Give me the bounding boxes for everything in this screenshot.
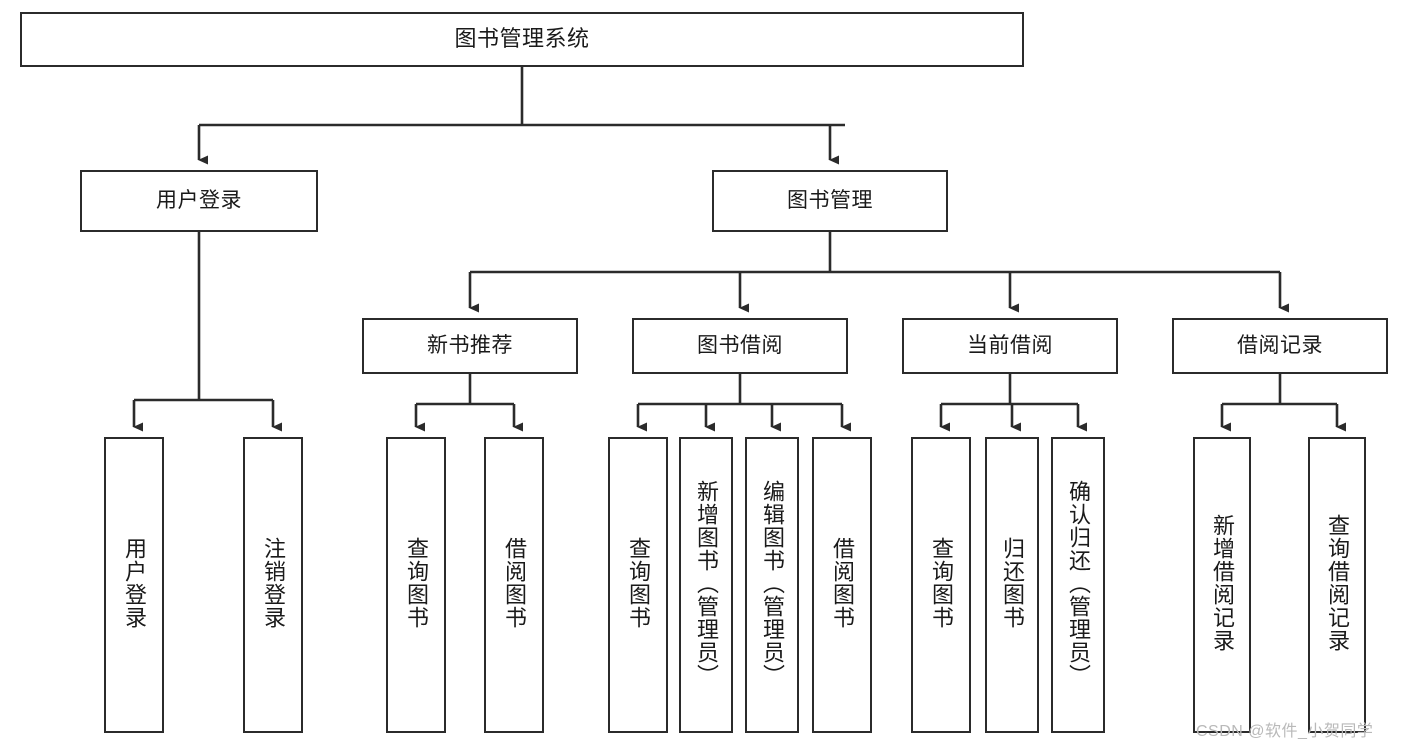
node-book-borrow-label: 图书借阅	[697, 334, 783, 358]
node-book-manage[interactable]: 图书管理	[712, 170, 948, 232]
node-leaf-confirm-return-label: 确认归还（管理员）	[1065, 480, 1091, 687]
node-new-book-recommend[interactable]: 新书推荐	[362, 318, 578, 374]
node-borrow-record-label: 借阅记录	[1237, 334, 1323, 358]
node-leaf-return-book-label: 归还图书	[999, 537, 1025, 629]
node-leaf-user-login-label: 用户登录	[121, 537, 147, 629]
node-leaf-borrow-book[interactable]: 借阅图书	[812, 437, 872, 733]
node-leaf-query-book-current[interactable]: 查询图书	[911, 437, 971, 733]
node-root-system-label: 图书管理系统	[454, 26, 590, 52]
node-leaf-edit-book[interactable]: 编辑图书（管理员）	[745, 437, 799, 733]
node-user-login-label: 用户登录	[156, 189, 242, 213]
node-leaf-return-book[interactable]: 归还图书	[985, 437, 1039, 733]
node-leaf-logout-label: 注销登录	[260, 537, 286, 629]
node-leaf-add-book[interactable]: 新增图书（管理员）	[679, 437, 733, 733]
node-leaf-query-borrow-record-label: 查询借阅记录	[1324, 514, 1350, 652]
node-leaf-add-borrow-record[interactable]: 新增借阅记录	[1193, 437, 1251, 733]
node-leaf-add-book-label: 新增图书（管理员）	[693, 480, 719, 687]
node-leaf-query-book-recommend[interactable]: 查询图书	[386, 437, 446, 733]
edges-user-login-to-leaves	[132, 232, 282, 432]
node-leaf-borrow-book-label: 借阅图书	[829, 537, 855, 629]
node-current-borrow-label: 当前借阅	[967, 334, 1053, 358]
node-new-book-recommend-label: 新书推荐	[427, 334, 513, 358]
edges-new-book-recommend-to-leaves	[414, 374, 523, 432]
node-leaf-query-book-recommend-label: 查询图书	[403, 537, 429, 629]
edges-book-borrow-to-leaves	[636, 374, 851, 432]
node-user-login[interactable]: 用户登录	[80, 170, 318, 232]
edges-borrow-record-to-leaves	[1220, 374, 1346, 432]
node-book-manage-label: 图书管理	[787, 189, 873, 213]
edges-root-to-level2	[197, 67, 845, 165]
node-leaf-borrow-book-recommend-label: 借阅图书	[501, 537, 527, 629]
node-leaf-add-borrow-record-label: 新增借阅记录	[1209, 514, 1235, 652]
node-root-system[interactable]: 图书管理系统	[20, 12, 1024, 67]
node-leaf-query-book-current-label: 查询图书	[928, 537, 954, 629]
node-leaf-query-book-borrow-label: 查询图书	[625, 537, 651, 629]
node-leaf-confirm-return[interactable]: 确认归还（管理员）	[1051, 437, 1105, 733]
watermark-text: CSDN @软件_小贺同学	[1196, 723, 1374, 740]
edges-book-manage-to-level3	[468, 232, 1289, 313]
node-leaf-logout[interactable]: 注销登录	[243, 437, 303, 733]
edges-current-borrow-to-leaves	[939, 374, 1087, 432]
node-leaf-query-book-borrow[interactable]: 查询图书	[608, 437, 668, 733]
node-borrow-record[interactable]: 借阅记录	[1172, 318, 1388, 374]
node-leaf-borrow-book-recommend[interactable]: 借阅图书	[484, 437, 544, 733]
node-leaf-edit-book-label: 编辑图书（管理员）	[759, 480, 785, 687]
node-book-borrow[interactable]: 图书借阅	[632, 318, 848, 374]
node-current-borrow[interactable]: 当前借阅	[902, 318, 1118, 374]
node-leaf-query-borrow-record[interactable]: 查询借阅记录	[1308, 437, 1366, 733]
node-leaf-user-login[interactable]: 用户登录	[104, 437, 164, 733]
